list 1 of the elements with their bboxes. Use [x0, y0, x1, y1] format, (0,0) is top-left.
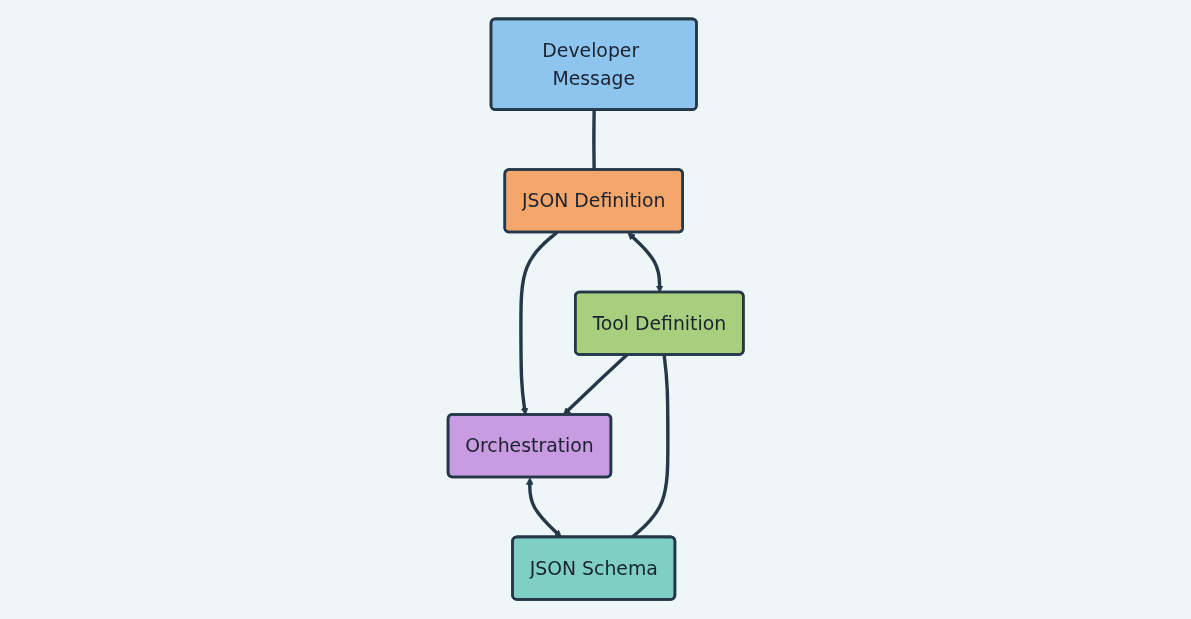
arrow: [525, 477, 562, 538]
